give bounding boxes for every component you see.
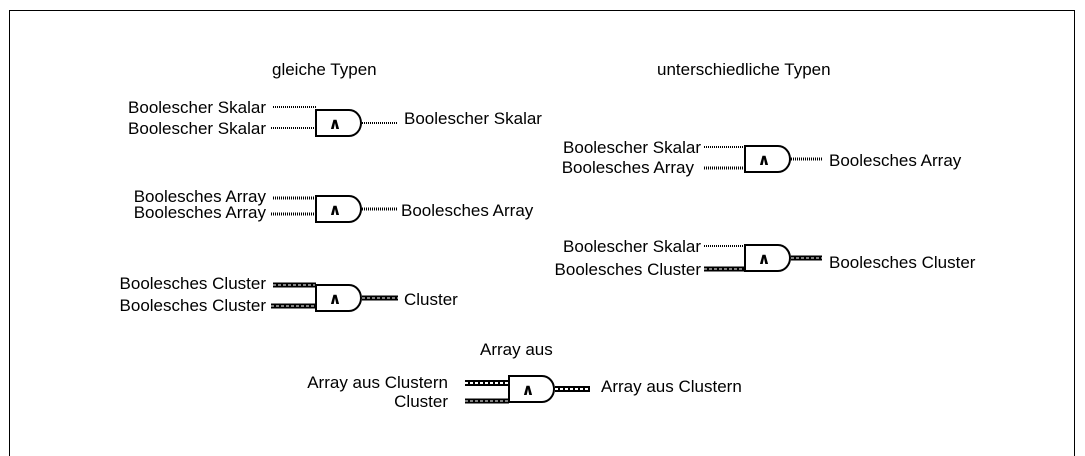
bottom-heading: Array aus: [480, 340, 553, 359]
left-1-and-gate: [315, 109, 362, 137]
left-3-and-gate: [315, 284, 362, 312]
right-1-input-1-label: Boolescher Skalar: [563, 138, 701, 157]
left-2-and-gate-symbol: ∧: [329, 200, 342, 219]
left-1-input-2-label: Boolescher Skalar: [128, 119, 266, 138]
left-3-and-gate-symbol: ∧: [329, 289, 342, 308]
left-3-output-label: Cluster: [404, 290, 458, 309]
right-2-output-label: Boolesches Cluster: [829, 253, 976, 272]
diagram-frame: [9, 10, 1075, 456]
left-3-input-2-label: Boolesches Cluster: [119, 296, 266, 315]
heading-different-types: unterschiedliche Typen: [657, 60, 831, 79]
left-1-and-gate-symbol: ∧: [329, 114, 342, 133]
left-2-input-1-label: Boolesches Array: [133, 187, 266, 206]
bottom-input-1-label: Array aus Clustern: [307, 373, 448, 392]
right-2-input-2-label: Boolesches Cluster: [554, 260, 701, 279]
right-1-and-gate: [744, 145, 791, 173]
right-1-and-gate-symbol: ∧: [758, 150, 771, 169]
left-2-and-gate: [315, 195, 362, 223]
right-2-and-gate-symbol: ∧: [758, 249, 771, 268]
bottom-output-label: Array aus Clustern: [601, 377, 742, 396]
left-2-output-label: Boolesches Array: [401, 201, 534, 220]
heading-same-types: gleiche Typen: [272, 60, 377, 79]
left-3-input-1-label: Boolesches Cluster: [119, 274, 266, 293]
right-2-and-gate: [744, 244, 791, 272]
bottom-and-gate-symbol: ∧: [522, 380, 535, 399]
left-2-input-2-label: Boolesches Array: [133, 203, 266, 222]
bottom-input-2-label: Cluster: [394, 392, 448, 411]
bottom-and-gate: [508, 375, 555, 403]
right-2-input-1-label: Boolescher Skalar: [563, 237, 701, 256]
right-1-input-2-label: Boolesches Array: [561, 158, 694, 177]
left-1-input-1-label: Boolescher Skalar: [128, 98, 266, 117]
left-1-output-label: Boolescher Skalar: [404, 109, 542, 128]
right-1-output-label: Boolesches Array: [829, 151, 962, 170]
